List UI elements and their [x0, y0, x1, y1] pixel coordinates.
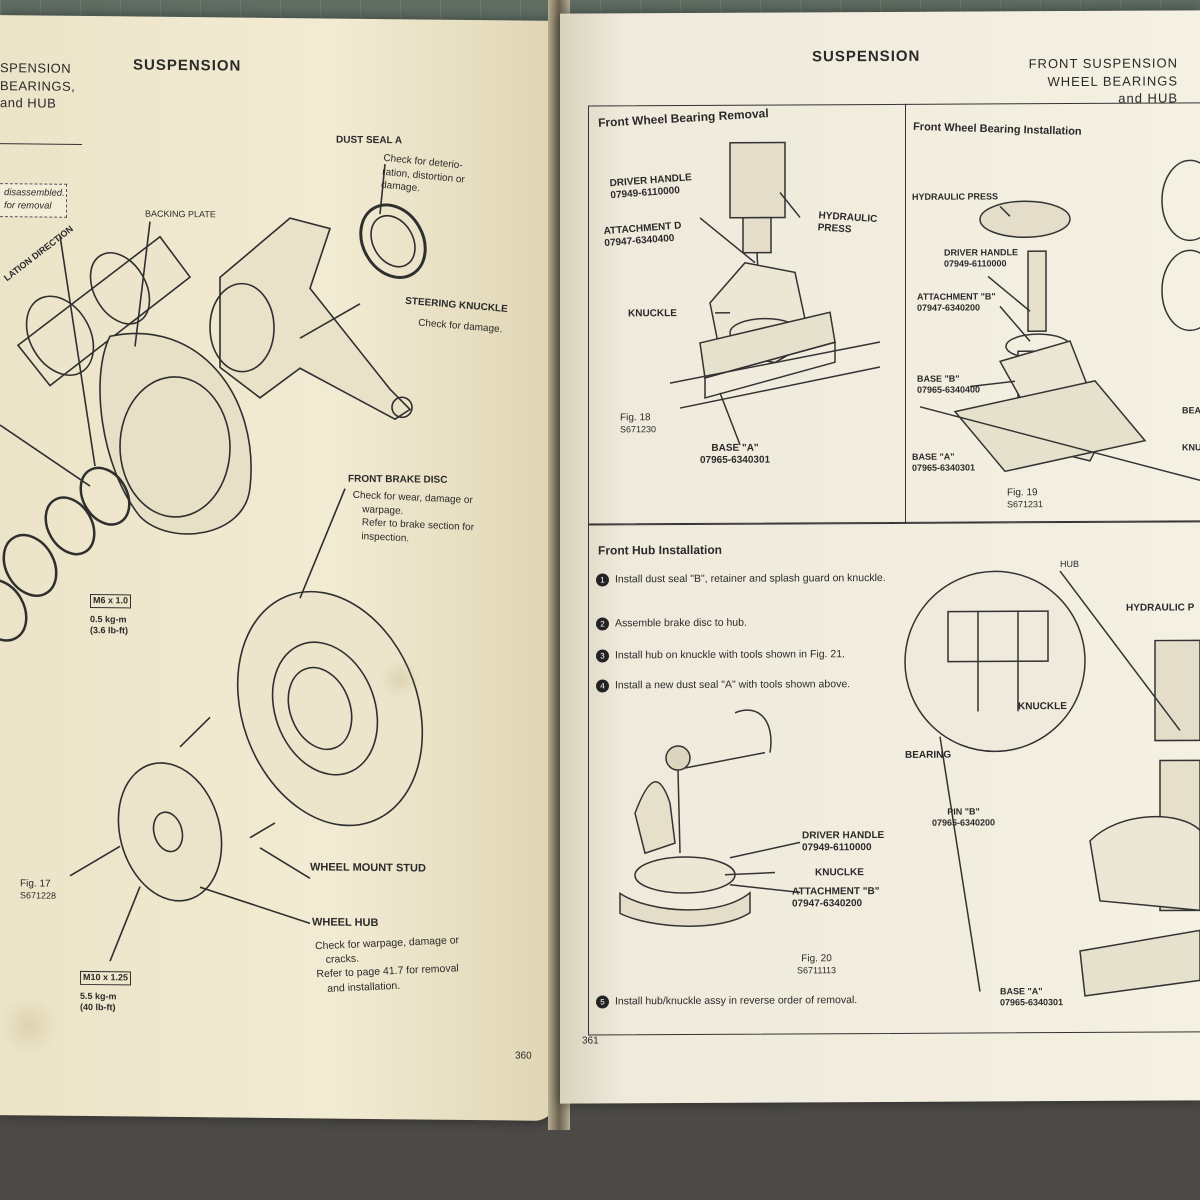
- bolt-size: M6 x 1.0: [90, 594, 132, 609]
- part-number: 07965-6340301: [912, 462, 976, 473]
- removal-hydraulic-press: HYDRAULIC PRESS: [817, 210, 877, 238]
- install-base-a: BASE "A" 07965-6340301: [912, 452, 975, 474]
- step-number: 2: [596, 617, 609, 631]
- install-base-b: BASE "B" 07965-6340400: [917, 373, 980, 395]
- right-page-number: 361: [582, 1035, 599, 1047]
- step-3: 3 Install hub on knuckle with tools show…: [596, 648, 896, 663]
- part-number: 07949-6110000: [802, 842, 872, 854]
- removal-knuckle: KNUCKLE: [628, 308, 677, 320]
- left-page-number: 360: [515, 1050, 532, 1062]
- removal-base-a: BASE "A" 07965-6340301: [700, 443, 770, 467]
- step-1: 1 Install dust seal "B", retainer and sp…: [596, 572, 896, 587]
- front-brake-disc-notes: Check for wear, damage or warpage. Refer…: [351, 489, 528, 551]
- right-page: SUSPENSION FRONT SUSPENSION WHEEL BEARIN…: [560, 10, 1200, 1104]
- bolt-torque-imperial: (3.6 lb-ft): [90, 625, 128, 636]
- step-2: 2 Assemble brake disc to hub.: [596, 616, 896, 631]
- left-page: SPENSION BEARINGS, and HUB SUSPENSION di…: [0, 15, 555, 1121]
- step-text: Install a new dust seal "A" with tools s…: [615, 678, 851, 692]
- figure-title: Fig. 19: [1007, 487, 1038, 499]
- hub-label: HUB: [1060, 558, 1080, 570]
- hub-installation-title: Front Hub Installation: [598, 542, 722, 558]
- press-diagrams: [619, 141, 1200, 997]
- install-knu-label: KNU: [1182, 442, 1200, 453]
- install-attachment-b: ATTACHMENT "B" 07947-6340200: [917, 291, 996, 313]
- label-text: BASE "B": [917, 373, 960, 384]
- paper-stain: [380, 659, 420, 700]
- label-text: DRIVER HANDLE: [802, 829, 885, 842]
- step-5: 5 Install hub/knuckle assy in reverse or…: [596, 994, 936, 1009]
- bolt-m10-spec: M10 x 1.25 5.5 kg-m (40 lb-ft): [80, 970, 132, 1015]
- part-number: 07965-6340200: [932, 817, 996, 828]
- label-text: BASE "A": [711, 442, 759, 454]
- install-bea-label: BEA: [1182, 405, 1200, 416]
- figure-code: S6711113: [797, 965, 837, 976]
- bolt-torque-imperial: (40 lb-ft): [80, 1002, 116, 1013]
- part-number: 07965-6340301: [1000, 996, 1064, 1008]
- figure-title: Fig. 17: [20, 878, 51, 890]
- step-text: Assemble brake disc to hub.: [615, 616, 747, 630]
- bolt-torque: 0.5 kg-m: [90, 613, 127, 625]
- bolt-size: M10 x 1.25: [80, 970, 132, 986]
- label-text: DRIVER HANDLE: [944, 247, 1019, 258]
- wheel-mount-stud-label: WHEEL MOUNT STUD: [310, 861, 426, 875]
- dust-seal-a-label: DUST SEAL A: [336, 134, 403, 147]
- figure-code: S671228: [20, 890, 57, 901]
- label-text: BASE "A": [1000, 986, 1043, 997]
- hub-attachment-b: ATTACHMENT "B" 07947-6340200: [792, 886, 879, 910]
- bolt-m6-spec: M6 x 1.0 0.5 kg-m (3.6 lb-ft): [90, 594, 132, 637]
- label-text: ATTACHMENT "B": [917, 291, 996, 302]
- bolt-torque: 5.5 kg-m: [80, 990, 117, 1002]
- exploded-hub-diagram: [0, 164, 427, 962]
- figure-17-caption: Fig. 17 S671228: [20, 877, 56, 902]
- step-text: Install hub on knuckle with tools shown …: [615, 648, 845, 662]
- figure-19-caption: Fig. 19 S671231: [1007, 486, 1043, 511]
- paper-stain: [0, 995, 60, 1056]
- step-number: 3: [596, 649, 609, 663]
- figure-code: S671230: [620, 424, 657, 435]
- front-brake-disc-label: FRONT BRAKE DISC: [348, 473, 448, 486]
- hub-knuckle-typo: KNUCLKE: [815, 867, 864, 879]
- hub-driver-handle: DRIVER HANDLE 07949-6110000: [802, 830, 884, 854]
- step-text: Install hub/knuckle assy in reverse orde…: [615, 994, 858, 1008]
- figure-code: S671231: [1007, 499, 1044, 510]
- zoom-bearing-label: BEARING: [905, 749, 952, 761]
- step-number: 4: [596, 679, 609, 693]
- part-number: 07947-6340200: [792, 898, 863, 910]
- label-text: BASE "A": [912, 451, 955, 462]
- step-text: Install dust seal "B", retainer and spla…: [615, 571, 886, 586]
- install-hydraulic-press: HYDRAULIC PRESS: [912, 191, 999, 202]
- figure-title: Fig. 18: [620, 412, 651, 424]
- part-number: 07965-6340400: [917, 384, 981, 395]
- step-number: 5: [596, 995, 609, 1009]
- backing-plate-label: BACKING PLATE: [145, 208, 216, 220]
- wheel-hub-label: WHEEL HUB: [312, 916, 379, 930]
- zoom-knuckle-label: KNUCKLE: [1018, 701, 1067, 713]
- part-number: 07965-6340301: [700, 454, 771, 466]
- label-text: ATTACHMENT "B": [792, 886, 880, 898]
- part-number: 07947-6340200: [917, 302, 981, 313]
- hub-hydraulic-press-label: HYDRAULIC P: [1126, 602, 1195, 614]
- label-text: PIN "B": [947, 806, 980, 817]
- hub-base-a: BASE "A" 07965-6340301: [1000, 986, 1063, 1008]
- wheel-hub-notes: Check for warpage, damage or cracks. Ref…: [315, 930, 543, 996]
- figure-title: Fig. 20: [801, 953, 832, 965]
- part-number: 07949-6110000: [944, 258, 1007, 269]
- step-4: 4 Install a new dust seal "A" with tools…: [596, 678, 896, 693]
- pin-b-label: PIN "B" 07965-6340200: [932, 806, 995, 828]
- figure-20-caption: Fig. 20 S6711113: [797, 952, 836, 977]
- step-number: 1: [596, 573, 609, 587]
- install-driver-handle: DRIVER HANDLE 07949-6110000: [944, 247, 1018, 269]
- figure-18-caption: Fig. 18 S671230: [620, 411, 656, 436]
